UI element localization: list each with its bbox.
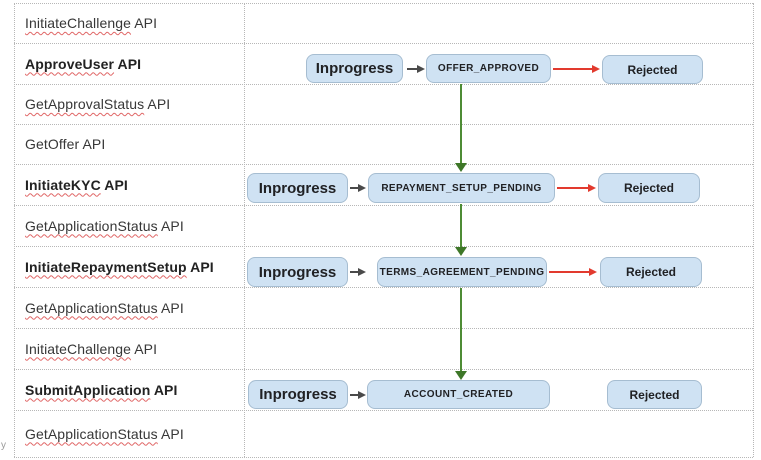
table-grid-hline <box>14 457 753 458</box>
inprogress-box[interactable]: Inprogress <box>306 54 403 83</box>
api-label-getapplicationstatus-3[interactable]: GetApplicationStatus API <box>25 410 184 457</box>
table-grid-hline <box>14 246 753 247</box>
api-label-initiaterepaymentsetup[interactable]: InitiateRepaymentSetup API <box>25 246 214 287</box>
api-label-suffix: API <box>157 217 184 234</box>
arrow-head <box>358 391 366 399</box>
api-label-text: InitiateChallenge <box>25 340 131 357</box>
api-label-initiatechallenge-2[interactable]: InitiateChallenge API <box>25 328 157 369</box>
table-grid-hline <box>14 205 753 206</box>
cutoff-text-fragment: y <box>1 440 6 451</box>
api-label-getoffer[interactable]: GetOffer API <box>25 124 105 164</box>
arrow-head <box>455 247 467 256</box>
api-label-getapprovalstatus[interactable]: GetApprovalStatus API <box>25 84 170 124</box>
arrow-head <box>589 268 597 276</box>
rejected-box[interactable]: Rejected <box>607 380 702 409</box>
api-label-submitapplication[interactable]: SubmitApplication API <box>25 369 177 410</box>
api-label-suffix: API <box>144 96 171 112</box>
green-arrow-down-icon <box>455 204 467 256</box>
api-label-suffix: API <box>150 381 178 398</box>
api-label-suffix: API <box>131 15 158 31</box>
api-label-text: GetApprovalStatus <box>25 96 145 112</box>
arrow-head <box>455 163 467 172</box>
api-label-text: InitiateRepaymentSetup <box>25 258 187 275</box>
arrow-shaft <box>407 68 419 70</box>
inprogress-box[interactable]: Inprogress <box>248 380 348 409</box>
rejected-box[interactable]: Rejected <box>598 173 700 203</box>
inprogress-box[interactable]: Inprogress <box>247 173 348 203</box>
gray-arrow-icon <box>350 390 366 400</box>
inprogress-box[interactable]: Inprogress <box>247 257 348 287</box>
arrow-shaft <box>350 271 360 273</box>
arrow-shaft <box>460 84 462 165</box>
arrow-shaft <box>460 204 462 249</box>
api-label-text: GetOffer <box>25 136 80 152</box>
green-arrow-down-icon <box>455 84 467 172</box>
green-arrow-down-icon <box>455 288 467 380</box>
table-grid-hline <box>14 3 753 4</box>
gray-arrow-icon <box>350 267 366 277</box>
arrow-shaft <box>549 271 591 273</box>
api-label-suffix: API <box>131 340 158 357</box>
api-label-text: ApproveUser <box>25 55 115 72</box>
table-grid-hline <box>14 410 753 411</box>
table-grid-hline <box>14 287 753 288</box>
api-label-suffix: API <box>79 136 106 152</box>
arrow-head <box>358 184 366 192</box>
red-arrow-icon <box>557 183 596 193</box>
api-label-text: SubmitApplication <box>25 381 151 398</box>
api-label-approveuser[interactable]: ApproveUser API <box>25 43 141 84</box>
api-label-text: GetApplicationStatus <box>25 217 158 234</box>
api-label-initiatekyc[interactable]: InitiateKYC API <box>25 164 128 205</box>
arrow-head <box>417 65 425 73</box>
api-label-suffix: API <box>114 55 142 72</box>
arrow-head <box>358 268 366 276</box>
api-label-suffix: API <box>157 425 184 442</box>
api-label-getapplicationstatus-1[interactable]: GetApplicationStatus API <box>25 205 184 246</box>
table-grid-hline <box>14 84 753 85</box>
state-box-account-created[interactable]: ACCOUNT_CREATED <box>367 380 550 409</box>
arrow-head <box>588 184 596 192</box>
red-arrow-icon <box>553 64 600 74</box>
gray-arrow-icon <box>407 64 425 74</box>
arrow-shaft <box>350 394 360 396</box>
rejected-box[interactable]: Rejected <box>600 257 702 287</box>
state-box-offer-approved[interactable]: OFFER_APPROVED <box>426 54 551 83</box>
table-grid-hline <box>14 164 753 165</box>
table-grid-hline <box>14 328 753 329</box>
table-grid-vline <box>244 3 245 457</box>
arrow-head <box>592 65 600 73</box>
arrow-shaft <box>460 288 462 373</box>
api-label-suffix: API <box>100 176 128 193</box>
red-arrow-icon <box>549 267 597 277</box>
api-label-text: GetApplicationStatus <box>25 425 158 442</box>
rejected-box[interactable]: Rejected <box>602 55 703 84</box>
table-grid-vline <box>753 3 754 457</box>
state-box-terms-agreement-pending[interactable]: TERMS_AGREEMENT_PENDING <box>377 257 547 287</box>
table-grid-hline <box>14 43 753 44</box>
api-label-text: InitiateChallenge <box>25 15 131 31</box>
state-box-repayment-setup-pending[interactable]: REPAYMENT_SETUP_PENDING <box>368 173 555 203</box>
api-label-text: InitiateKYC <box>25 176 101 193</box>
gray-arrow-icon <box>350 183 366 193</box>
api-label-getapplicationstatus-2[interactable]: GetApplicationStatus API <box>25 287 184 328</box>
table-grid-hline <box>14 369 753 370</box>
arrow-shaft <box>553 68 594 70</box>
arrow-shaft <box>350 187 360 189</box>
table-grid-vline <box>14 3 15 457</box>
api-label-suffix: API <box>157 299 184 316</box>
table-grid-hline <box>14 124 753 125</box>
arrow-shaft <box>557 187 590 189</box>
arrow-head <box>455 371 467 380</box>
api-label-suffix: API <box>186 258 214 275</box>
api-label-text: GetApplicationStatus <box>25 299 158 316</box>
api-label-initiatechallenge-1[interactable]: InitiateChallenge API <box>25 3 157 43</box>
